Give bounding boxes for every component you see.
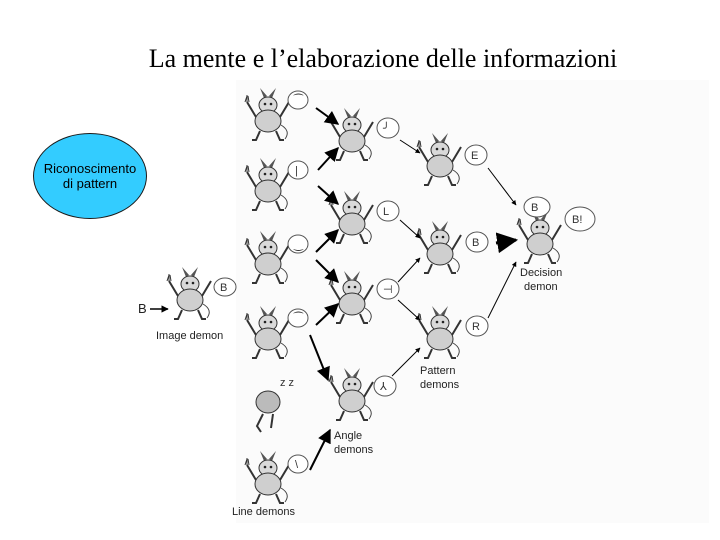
input-letter: B <box>138 301 147 316</box>
angle-demon-2: L <box>328 190 400 244</box>
pattern-recognition-callout: Riconoscimento di pattern <box>33 133 147 219</box>
angle-demon-4: ⅄ <box>328 367 397 421</box>
pattern-demon-r: R <box>416 305 489 359</box>
pattern-demons-label-2: demons <box>420 379 460 391</box>
pattern-to-decision-arrows <box>487 167 519 319</box>
image-demon-bubble: B <box>220 282 227 294</box>
angle-to-pattern-arrows <box>391 139 421 377</box>
pattern-demon-e: E <box>416 132 488 186</box>
svg-text:E: E <box>471 150 478 162</box>
angle-demon-1: ╯ <box>328 107 400 161</box>
svg-text:z z: z z <box>280 377 294 389</box>
line-demon-3: ‿ <box>244 230 309 284</box>
svg-text:‿: ‿ <box>293 239 304 251</box>
decision-demon-label-1: Decision <box>520 267 562 279</box>
decision-loud-bubble: B! <box>572 214 582 226</box>
line-to-angle-arrows <box>309 107 340 471</box>
svg-text:|: | <box>295 165 298 177</box>
line-demon-4: ⁀ <box>244 305 309 359</box>
svg-text:R: R <box>472 321 480 333</box>
callout-line-2: di pattern <box>62 176 118 191</box>
pandemonium-diagram: B B Image demon ⁀ | ‿ ⁀ z z \ Line demon… <box>138 80 709 523</box>
decision-quiet-bubble: B <box>531 202 538 214</box>
line-demon-1: ⁀ <box>244 87 309 141</box>
line-demon-sleeping: z z <box>255 377 294 433</box>
angle-demons-label-2: demons <box>334 444 374 456</box>
pattern-demon-b: B <box>416 220 489 274</box>
angle-demon-3: ⊣ <box>328 270 400 324</box>
line-demon-6: \ <box>244 450 309 504</box>
angle-demons-label-1: Angle <box>334 430 362 442</box>
pattern-demons-label-1: Pattern <box>420 365 455 377</box>
image-demon-label: Image demon <box>156 330 223 342</box>
svg-text:⅄: ⅄ <box>379 381 387 393</box>
slide-title: La mente e l’elaborazione delle informaz… <box>148 44 618 73</box>
image-demon <box>166 266 212 320</box>
svg-text:⊣: ⊣ <box>383 284 393 296</box>
svg-text:⁀: ⁀ <box>293 312 304 325</box>
decision-demon-label-2: demon <box>524 281 558 293</box>
callout-line-1: Riconoscimento <box>43 161 137 176</box>
line-demons-label: Line demons <box>232 506 295 518</box>
svg-text:B: B <box>472 237 479 249</box>
svg-text:⁀: ⁀ <box>293 94 304 107</box>
decision-demon: B B! <box>516 196 596 264</box>
svg-text:╯: ╯ <box>382 121 390 135</box>
svg-text:\: \ <box>295 459 299 471</box>
line-demon-2: | <box>244 157 309 211</box>
svg-text:L: L <box>383 206 389 218</box>
